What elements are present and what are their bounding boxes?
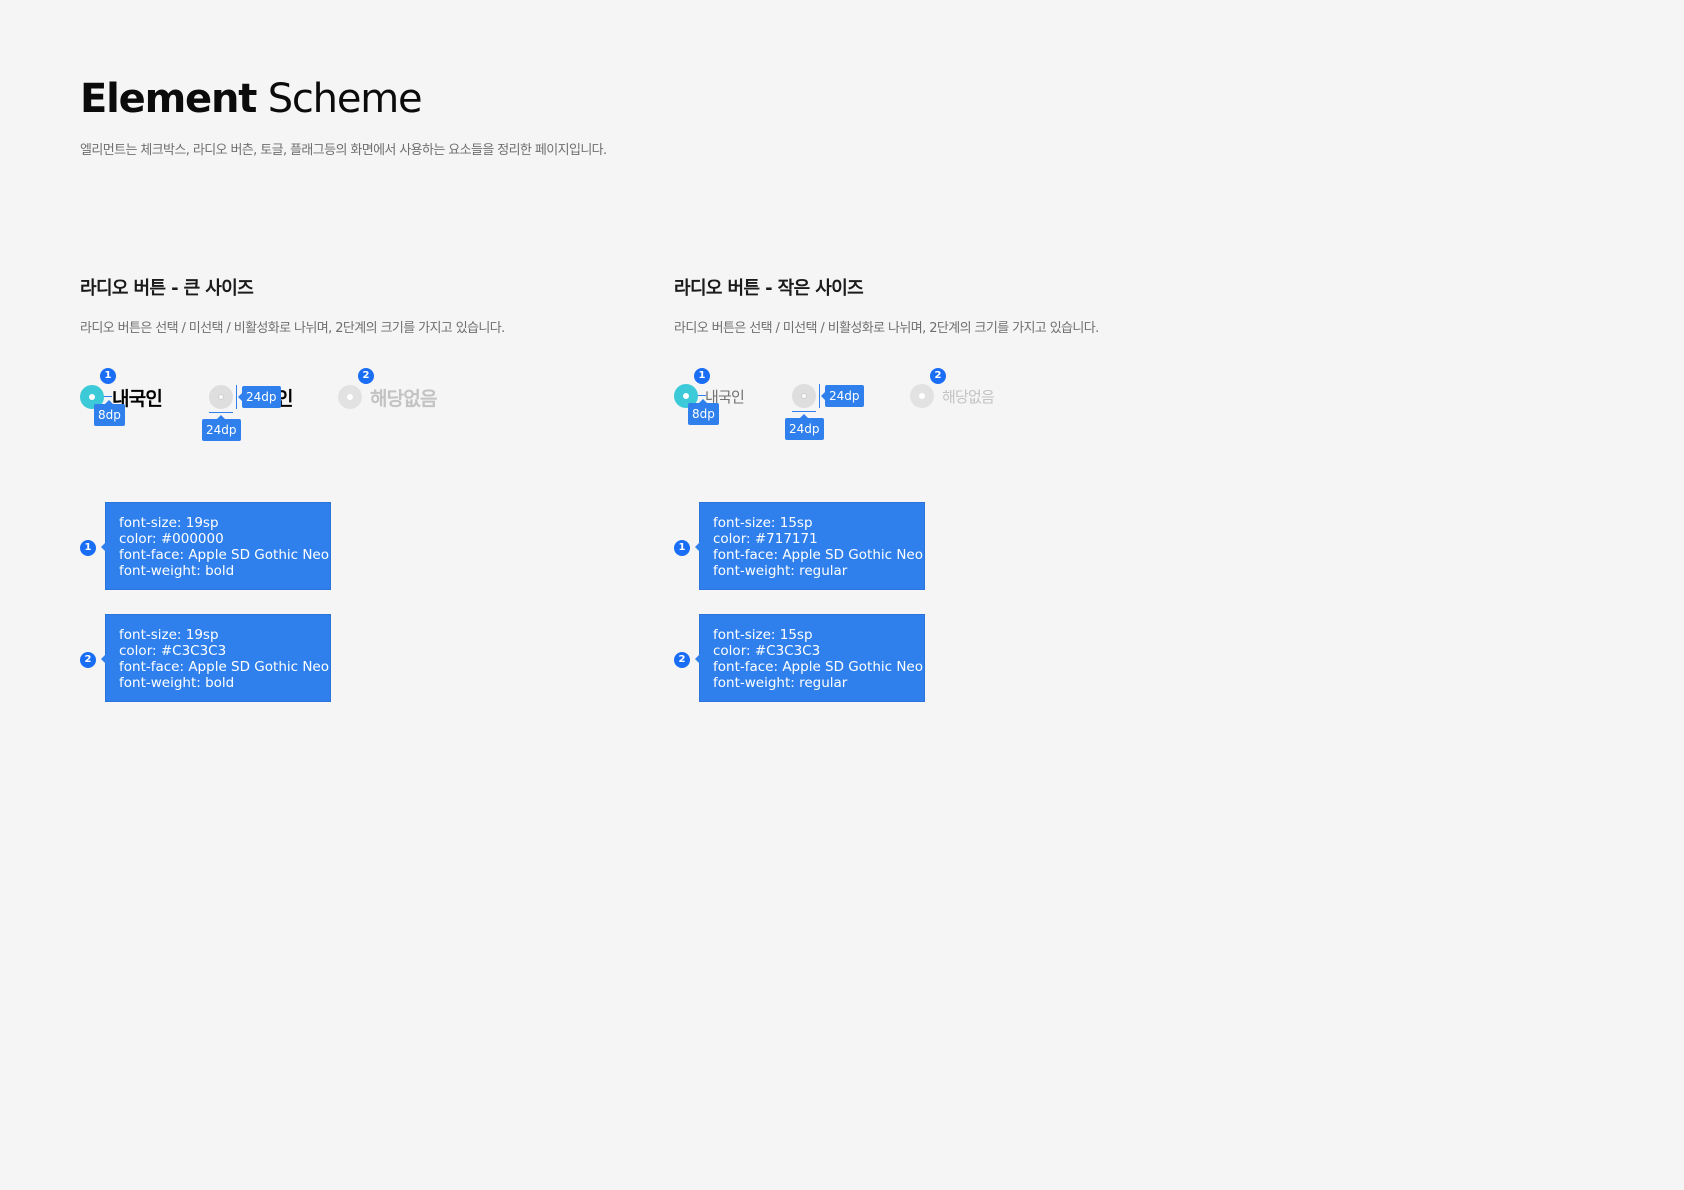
- gap-measure-line: [698, 395, 706, 396]
- spec-line: color: #C3C3C3: [713, 643, 821, 659]
- spec-line: font-weight: regular: [713, 675, 848, 691]
- radio-disabled: [910, 384, 934, 408]
- section-description: 라디오 버튼은 선택 / 미선택 / 비활성화로 나뉘며, 2단계의 크기를 가…: [80, 321, 505, 336]
- spec-line: color: #000000: [119, 531, 224, 547]
- radio-label-selected: 내국인: [705, 388, 745, 406]
- spec-tooltip-1: font-size: 19sp color: #000000 font-face…: [101, 502, 331, 590]
- radio-selected[interactable]: [80, 385, 104, 409]
- spec-line: font-size: 19sp: [119, 515, 219, 531]
- section-title: 라디오 버튼 - 큰 사이즈: [80, 278, 254, 299]
- height-measure-line: [819, 384, 820, 408]
- section-description: 라디오 버튼은 선택 / 미선택 / 비활성화로 나뉘며, 2단계의 크기를 가…: [674, 321, 1099, 336]
- spec-line: font-size: 15sp: [713, 515, 813, 531]
- gap-measure-line: [104, 396, 112, 397]
- radio-dot: [89, 394, 95, 400]
- marker-badge-1: 1: [100, 368, 116, 384]
- spec-line: font-face: Apple SD Gothic Neo: [713, 547, 924, 563]
- spec-tooltip-1: font-size: 15sp color: #717171 font-face…: [695, 502, 925, 590]
- spec-line: font-size: 15sp: [713, 627, 813, 643]
- page-title-light: Scheme: [267, 76, 423, 122]
- section-title: 라디오 버튼 - 작은 사이즈: [674, 278, 864, 299]
- spec-tooltip-2: font-size: 19sp color: #C3C3C3 font-face…: [101, 614, 331, 702]
- spec-line: font-weight: bold: [119, 563, 235, 579]
- spec-marker-2: 2: [674, 652, 690, 668]
- section-radio-small: 라디오 버튼 - 작은 사이즈 라디오 버튼은 선택 / 미선택 / 비활성화로…: [674, 274, 1234, 714]
- marker-badge-2: 2: [358, 368, 374, 384]
- spec-line: font-weight: regular: [713, 563, 848, 579]
- spec-line: font-face: Apple SD Gothic Neo: [119, 547, 330, 563]
- radio-disabled: [338, 385, 362, 409]
- dimension-width: 24dp: [202, 415, 241, 441]
- radio-unselected[interactable]: [209, 385, 233, 409]
- spec-marker-1: 1: [674, 540, 690, 556]
- dimension-height: 24dp: [238, 386, 281, 408]
- width-measure-line: [209, 412, 233, 413]
- page-description: 엘리먼트는 체크박스, 라디오 버츤, 토글, 플래그등의 화면에서 사용하는 …: [80, 143, 607, 158]
- dimension-height: 24dp: [821, 385, 864, 407]
- marker-badge-2: 2: [930, 368, 946, 384]
- spec-line: color: #717171: [713, 531, 818, 547]
- radio-unselected[interactable]: [792, 384, 816, 408]
- spec-line: font-face: Apple SD Gothic Neo: [713, 659, 924, 675]
- radio-dot: [683, 393, 689, 399]
- page-title-bold: Element: [80, 76, 257, 122]
- spec-marker-1: 1: [80, 540, 96, 556]
- spec-line: color: #C3C3C3: [119, 643, 227, 659]
- page-title: Element Scheme: [80, 76, 423, 122]
- radio-dot: [919, 393, 925, 399]
- radio-label-disabled: 해당없음: [370, 388, 438, 410]
- dimension-gap: 8dp: [94, 400, 125, 426]
- section-radio-large: 라디오 버튼 - 큰 사이즈 라디오 버튼은 선택 / 미선택 / 비활성화로 …: [80, 274, 640, 714]
- radio-dot: [347, 394, 353, 400]
- spec-line: font-face: Apple SD Gothic Neo: [119, 659, 330, 675]
- height-measure-line: [236, 385, 237, 409]
- radio-dot: [218, 394, 224, 400]
- dimension-width: 24dp: [785, 414, 824, 440]
- width-measure-line: [792, 411, 816, 412]
- radio-label-disabled: 해당없음: [942, 388, 995, 406]
- radio-dot: [801, 393, 807, 399]
- spec-tooltip-2: font-size: 15sp color: #C3C3C3 font-face…: [695, 614, 925, 702]
- marker-badge-1: 1: [694, 368, 710, 384]
- dimension-gap: 8dp: [688, 399, 719, 425]
- spec-line: font-weight: bold: [119, 675, 235, 691]
- spec-line: font-size: 19sp: [119, 627, 219, 643]
- spec-marker-2: 2: [80, 652, 96, 668]
